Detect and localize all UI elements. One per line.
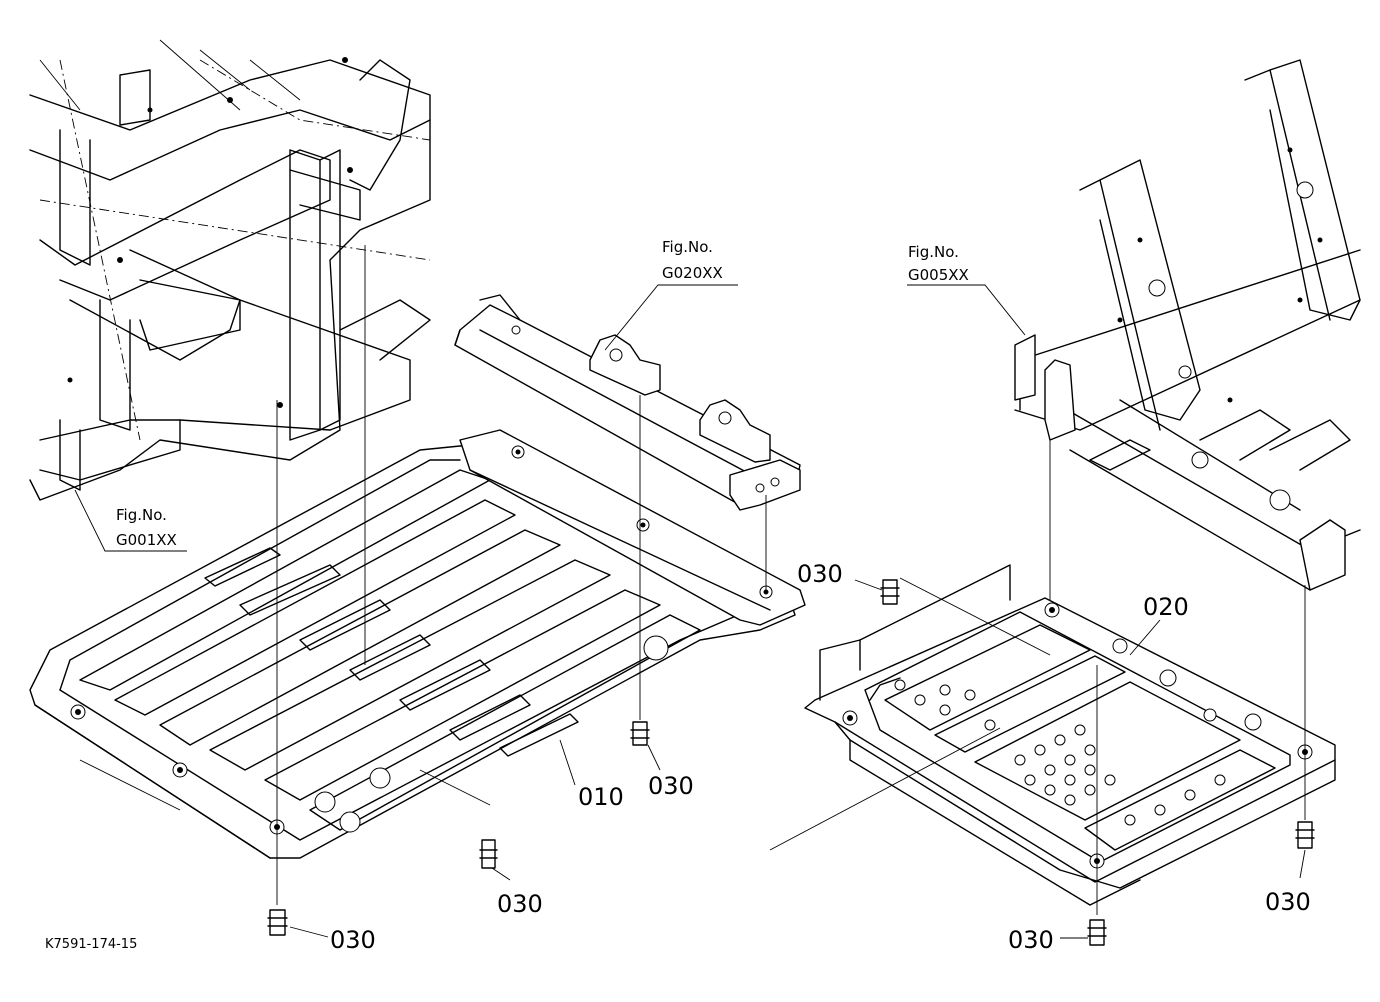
part-label-030-right-edge: 030 <box>1265 888 1311 916</box>
frame-right-assembly <box>1014 59 1361 591</box>
bolt-left-bottom <box>267 909 288 936</box>
labels: 010 020 030 030 030 030 030 030 Fig.No. … <box>45 238 1311 954</box>
bolt-right-upper <box>880 579 900 605</box>
fig-ref-g001-title: Fig.No. <box>116 506 167 524</box>
leader-lines <box>74 284 1306 939</box>
cross-rail <box>454 294 801 511</box>
part-label-020: 020 <box>1143 593 1189 621</box>
bolt-left-middle <box>479 839 498 869</box>
bolt-right-bottom <box>1087 919 1107 946</box>
part-label-030-middle: 030 <box>497 890 543 918</box>
frame-left-assembly <box>29 39 431 501</box>
fig-ref-g020-title: Fig.No. <box>662 238 713 256</box>
floor-plate-010 <box>29 429 806 859</box>
fig-ref-g005-code: G005XX <box>908 266 969 284</box>
part-label-030-right-bottom: 030 <box>1008 926 1054 954</box>
bolt-right-edge <box>1295 821 1315 849</box>
bolt-030-hardware <box>267 579 1315 946</box>
fig-ref-g020-code: G020XX <box>662 264 723 282</box>
part-label-030-right-upper: 030 <box>797 560 843 588</box>
alignment-lines <box>79 245 1306 915</box>
fig-ref-g005-title: Fig.No. <box>908 243 959 261</box>
floor-plate-020 <box>804 564 1336 906</box>
bolt-rail <box>630 721 650 746</box>
drawing-code: K7591-174-15 <box>45 937 137 952</box>
fig-ref-g001-code: G001XX <box>116 531 177 549</box>
part-label-030-bottom-left: 030 <box>330 926 376 954</box>
part-label-010: 010 <box>578 783 624 811</box>
part-label-030-rail: 030 <box>648 772 694 800</box>
